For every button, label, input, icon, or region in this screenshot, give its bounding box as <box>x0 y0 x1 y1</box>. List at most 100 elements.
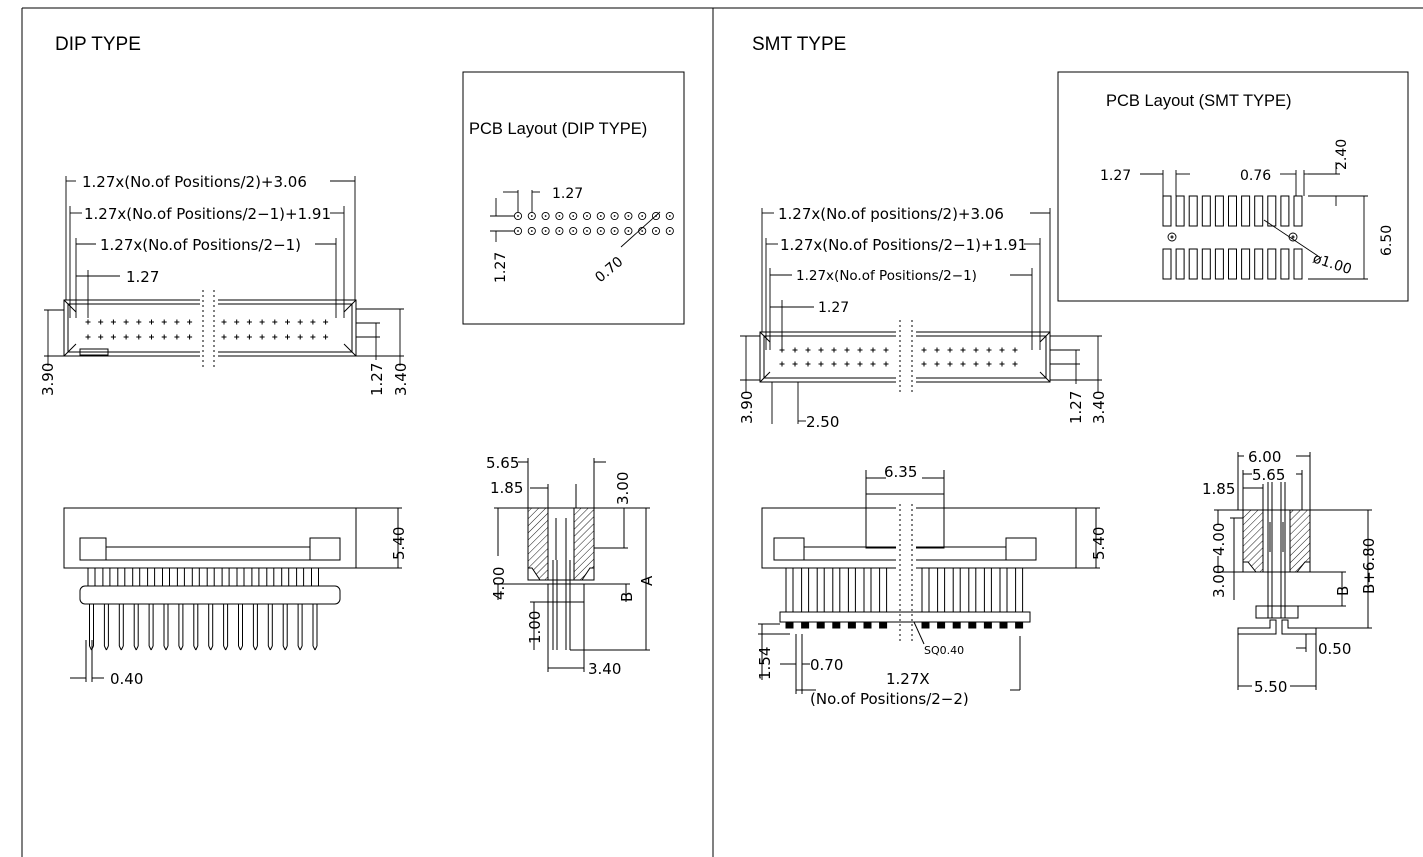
pcb-hole <box>555 226 564 236</box>
pin-contact <box>883 361 889 367</box>
smt-mid-length-label: 1.27x(No.of Positions/2−1)+1.91 <box>780 236 1027 254</box>
pcb-pad <box>1214 248 1224 280</box>
dip-pcb-pitch-label: 1.27 <box>552 186 583 202</box>
pin-contact <box>921 347 927 353</box>
smt-pitch-label: 1.27 <box>818 300 849 316</box>
pin-contact <box>844 361 850 367</box>
pin-contact <box>259 334 265 340</box>
pin-body <box>206 567 215 587</box>
pin-body <box>117 567 126 587</box>
pcb-pad <box>1228 248 1237 280</box>
pin-contact <box>921 361 927 367</box>
pin-body <box>102 567 111 587</box>
pin-body <box>266 567 275 587</box>
smt-side-view <box>1214 452 1372 690</box>
pcb-pad <box>1293 195 1303 227</box>
pin-contact <box>123 319 129 325</box>
pin-contact <box>934 361 940 367</box>
dip-side-565-label: 5.65 <box>486 454 519 472</box>
dip-pin-width-label: 0.40 <box>110 670 143 688</box>
pin-contact <box>831 361 837 367</box>
pin-contact <box>857 361 863 367</box>
pin-contact <box>883 347 889 353</box>
smt-pcb-pad-width-label: 0.76 <box>1240 168 1271 184</box>
pin-contact <box>297 319 303 325</box>
pin-contact <box>187 319 193 325</box>
pcb-hole <box>624 226 633 236</box>
pin-body <box>296 567 305 587</box>
pin-body <box>847 567 856 613</box>
dip-front-pins <box>87 567 319 651</box>
pin-contact <box>818 361 824 367</box>
pin-body <box>816 567 825 613</box>
pin-contact <box>297 334 303 340</box>
pin-body <box>1015 567 1024 613</box>
pcb-hole <box>596 211 605 221</box>
smt-sq-label: SQ0.40 <box>924 644 964 657</box>
pin-body <box>251 567 260 587</box>
pin-body <box>281 567 290 587</box>
smt-peg-label: 2.50 <box>806 413 839 431</box>
pcb-pad <box>1267 195 1277 227</box>
pin-contact <box>174 334 180 340</box>
smt-panel: SMT TYPE PCB Layout (SMT TYPE) 1.27 0.76 <box>738 34 1409 708</box>
pin-foot <box>952 621 961 629</box>
pin-foot <box>801 621 810 629</box>
pin-contact <box>323 334 329 340</box>
pin-foot <box>816 621 825 629</box>
pin-foot <box>983 621 992 629</box>
sheet-frame <box>21 7 1423 857</box>
smt-cap-label: 6.35 <box>884 463 917 481</box>
smt-side-550-label: 5.50 <box>1254 678 1287 696</box>
pin-contact <box>973 347 979 353</box>
pin-contact <box>1012 347 1018 353</box>
pin-foot <box>879 621 888 629</box>
dip-side-view <box>494 458 650 672</box>
pcb-pad <box>1254 195 1264 227</box>
pin-body <box>983 567 992 613</box>
pcb-pad <box>1162 195 1172 227</box>
pcb-hole <box>624 211 633 221</box>
smt-pcb-title: PCB Layout (SMT TYPE) <box>1106 92 1292 110</box>
pin-body <box>801 567 810 613</box>
pin-foot <box>921 621 930 629</box>
pin-foot <box>968 621 977 629</box>
pin-contact <box>960 347 966 353</box>
smt-top-dims <box>740 208 1102 424</box>
dip-panel: DIP TYPE PCB Layout (DIP TYPE) 1.27 1.27… <box>39 34 685 688</box>
pcb-pad <box>1188 248 1198 280</box>
pin-body <box>176 567 185 587</box>
smt-height-label: 3.90 <box>738 391 756 424</box>
pin-contact <box>259 319 265 325</box>
pin-contact <box>285 334 290 340</box>
pin-contact <box>246 334 252 340</box>
pcb-pad <box>1201 195 1211 227</box>
pin-body <box>311 567 319 587</box>
pin-contact <box>323 319 329 325</box>
smt-front-view <box>758 470 1100 694</box>
pcb-hole <box>569 211 578 221</box>
pcb-pad <box>1175 195 1185 227</box>
pin-contact <box>973 361 979 367</box>
pcb-hole <box>541 211 550 221</box>
smt-pcb-layout: PCB Layout (SMT TYPE) 1.27 0.76 2.40 6.5… <box>1057 71 1409 302</box>
pin-contact <box>187 334 193 340</box>
pin-contact <box>792 347 798 353</box>
pin-body <box>785 567 794 613</box>
pin-contact <box>174 319 180 325</box>
pcb-hole <box>596 226 605 236</box>
pcb-hole <box>541 226 550 236</box>
pin-contact <box>161 319 167 325</box>
pin-contact <box>999 361 1005 367</box>
smt-pcb-pitch-label: 1.27 <box>1100 168 1131 184</box>
pin-contact <box>986 347 992 353</box>
pin-body <box>132 567 141 587</box>
pin-contact <box>805 347 811 353</box>
pin-foot <box>785 621 794 629</box>
pin-body <box>236 567 245 587</box>
pin-contact <box>310 334 316 340</box>
pin-contact <box>234 334 240 340</box>
dip-side-b-label: B <box>618 592 636 602</box>
pcb-pad <box>1280 248 1290 280</box>
dip-pcb-holes <box>513 211 674 236</box>
